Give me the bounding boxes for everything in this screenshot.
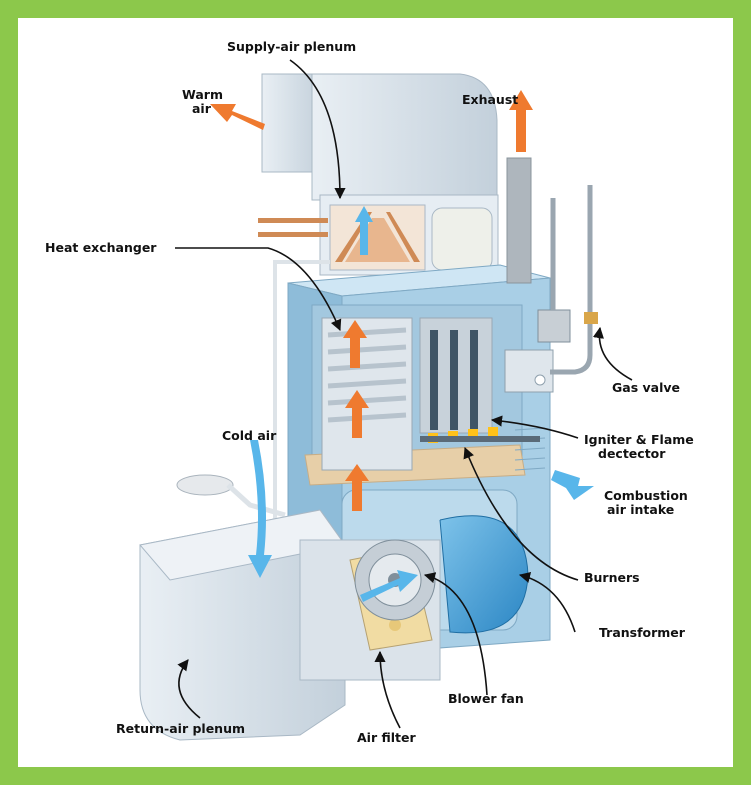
label-air-filter: Air filter [357,730,416,745]
label-warm-air-line2: air [192,101,212,116]
label-igniter-line2: dectector [598,446,666,461]
label-heat-exchanger: Heat exchanger [45,240,157,255]
cold-air-arrows [248,206,594,602]
gas-valve-fitting [584,312,598,324]
junction-box [537,309,571,343]
label-burners: Burners [584,570,640,585]
return-air-plenum [139,509,441,741]
label-combustion-line1: Combustion [604,488,688,503]
warm-air-arrows [210,90,533,511]
label-igniter-line1: Igniter & Flame [584,432,694,447]
label-combustion-line2: air intake [607,502,674,517]
label-gas-valve: Gas valve [612,380,680,395]
label-cold-air: Cold air [222,428,277,443]
condensate-line [273,260,330,520]
label-blower-fan: Blower fan [448,691,524,706]
label-supply-air-plenum: Supply-air plenum [227,39,356,54]
humidifier [431,207,493,271]
label-warm-air-line1: Warm [182,87,223,102]
floor-register [176,474,234,496]
label-transformer: Transformer [599,625,686,640]
gas-pipes [550,185,593,375]
heat-exchanger [321,317,493,471]
label-return-air-plenum: Return-air plenum [116,721,245,736]
register-duct [226,483,286,518]
exhaust-flue [506,157,532,284]
control-box [504,349,554,393]
leader-lines [175,59,633,729]
burner-flames [420,427,540,443]
label-exhaust: Exhaust [462,92,518,107]
copper-lines [258,218,328,237]
cooling-coil [329,204,426,271]
